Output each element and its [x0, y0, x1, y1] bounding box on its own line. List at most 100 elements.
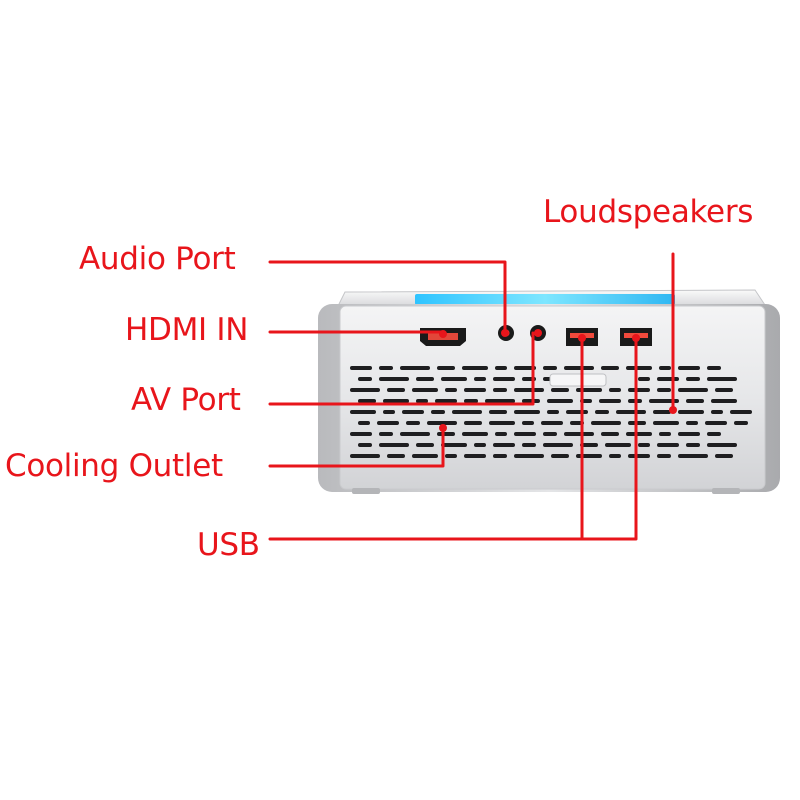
vent-slot	[601, 366, 619, 370]
vent-slot	[576, 388, 602, 392]
marker-cooling	[439, 424, 447, 432]
vent-slot	[657, 454, 671, 458]
vent-slot	[495, 366, 507, 370]
vent-slot	[547, 399, 573, 403]
vent-slot	[576, 454, 602, 458]
vent-slot	[464, 388, 486, 392]
vent-slot	[495, 432, 507, 436]
vent-slot	[427, 421, 457, 425]
vent-slot	[441, 443, 467, 447]
vent-slot	[462, 432, 488, 436]
vent-slot	[489, 410, 507, 414]
vent-slot	[707, 366, 721, 370]
vent-slot	[437, 366, 455, 370]
vent-slot	[474, 377, 486, 381]
vent-slot	[350, 432, 372, 436]
vent-slot	[431, 410, 445, 414]
vent-slot	[379, 432, 393, 436]
vent-slot	[595, 410, 609, 414]
vent-slot	[350, 454, 380, 458]
vent-slot	[734, 421, 748, 425]
vent-slot	[715, 388, 733, 392]
vent-slot	[358, 377, 372, 381]
vent-slot	[514, 454, 544, 458]
vent-slot	[522, 421, 534, 425]
vent-slot	[551, 388, 569, 392]
vent-slot	[462, 366, 488, 370]
vent-slot	[464, 421, 482, 425]
vent-slot	[599, 399, 621, 403]
vent-slot	[489, 421, 515, 425]
label-hdmi-in: HDMI IN	[125, 312, 249, 348]
vent-slot	[601, 432, 619, 436]
vent-slot	[514, 388, 544, 392]
vent-slot	[659, 432, 671, 436]
vent-slot	[358, 399, 376, 403]
foot-left	[352, 488, 380, 494]
vent-slot	[400, 366, 430, 370]
vent-slot	[564, 432, 594, 436]
vent-slot	[686, 421, 698, 425]
vent-slot	[626, 366, 652, 370]
vent-slot	[638, 443, 650, 447]
marker-usb-2	[632, 334, 640, 342]
vent-slot	[514, 366, 536, 370]
vent-slot	[412, 454, 438, 458]
vent-slot	[522, 443, 536, 447]
marker-loudspeakers	[669, 406, 677, 414]
projector-lid	[337, 289, 766, 307]
vent-slot	[609, 388, 621, 392]
vent-slot	[686, 399, 704, 403]
foot-right	[712, 488, 740, 494]
vent-slot	[591, 421, 621, 425]
vent-slot	[400, 432, 430, 436]
vent-slot	[686, 443, 700, 447]
vent-slot	[493, 454, 507, 458]
label-av-port: AV Port	[131, 382, 241, 418]
vent-slot	[730, 410, 752, 414]
vent-slot	[350, 388, 380, 392]
vent-slot	[416, 399, 428, 403]
label-usb: USB	[197, 527, 260, 563]
vent-slot	[547, 410, 559, 414]
vent-slot	[464, 454, 486, 458]
vent-slot	[493, 377, 515, 381]
marker-hdmi	[439, 330, 447, 338]
vent-slot	[441, 377, 467, 381]
vent-slot	[522, 399, 540, 403]
vent-slot	[657, 388, 671, 392]
vent-slot	[678, 410, 704, 414]
vent-slot	[383, 410, 395, 414]
vent-slot	[514, 410, 540, 414]
vent-slot	[543, 432, 557, 436]
vent-slot	[678, 432, 700, 436]
vent-slot	[711, 410, 723, 414]
vent-slot	[564, 366, 594, 370]
vent-slot	[412, 388, 438, 392]
vent-slot	[387, 388, 405, 392]
leader-line-audio	[268, 260, 507, 332]
vent-slot	[379, 377, 409, 381]
marker-audio	[501, 329, 509, 337]
vent-slot	[416, 443, 434, 447]
vent-slot	[705, 421, 727, 425]
vent-slot	[377, 421, 399, 425]
vent-slot	[402, 410, 424, 414]
vent-slot	[707, 443, 737, 447]
vent-slot	[715, 454, 733, 458]
leader-line-cooling	[268, 426, 445, 468]
leader-line-av	[268, 331, 535, 406]
vent-slot	[416, 377, 434, 381]
vent-slot	[707, 432, 721, 436]
label-cooling-outlet: Cooling Outlet	[5, 448, 223, 484]
vent-slot	[350, 410, 376, 414]
vent-slot	[406, 421, 420, 425]
vent-slot	[485, 399, 515, 403]
vent-slot	[358, 443, 372, 447]
vent-slot	[435, 399, 457, 403]
vent-slot	[493, 443, 515, 447]
vent-slot	[609, 454, 621, 458]
label-audio-port: Audio Port	[79, 241, 236, 277]
vent-slot	[678, 454, 708, 458]
